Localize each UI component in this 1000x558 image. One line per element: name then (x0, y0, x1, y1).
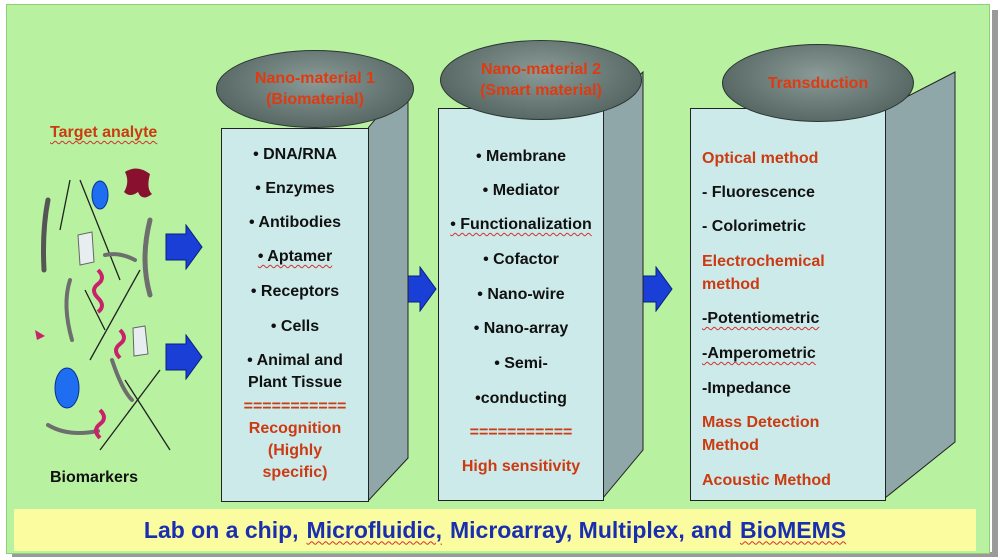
list-item: • Nano-wire (477, 286, 565, 303)
list-item: • Receptors (250, 283, 340, 300)
biomarker-illustration (35, 168, 171, 451)
list-item: Mass Detection (702, 414, 820, 431)
box3-title: Transduction (722, 44, 914, 122)
box1-side-face (368, 78, 409, 502)
list-item: - Fluorescence (702, 184, 815, 201)
footer-part: Microfluidic, (306, 516, 442, 543)
list-item: -Impedance (702, 380, 791, 397)
list-item: • Cells (270, 318, 320, 335)
separator: =========== (469, 424, 573, 441)
footer-banner: Lab on a chip, Microfluidic, Microarray,… (14, 509, 976, 551)
list-item: • Mediator (482, 182, 560, 199)
list-item: • Enzymes (255, 180, 335, 197)
footer-line: High sensitivity (461, 458, 581, 475)
list-item: -Potentiometric (702, 310, 820, 327)
list-item: -Amperometric (702, 345, 816, 362)
list-item: • Aptamer (257, 248, 333, 265)
list-item: • Animal and (247, 352, 343, 369)
box2-front (438, 108, 604, 501)
list-item: Optical method (702, 150, 819, 167)
box3-front (690, 108, 886, 501)
list-item: method (702, 276, 760, 293)
separator: =========== (243, 398, 347, 415)
arrow-right-icon (165, 334, 203, 380)
slide-shadow-bottom (12, 552, 998, 557)
box3-list: Optical method - Fluorescence - Colorime… (690, 148, 886, 498)
box2-list: • Membrane • Mediator • Functionalizatio… (438, 146, 604, 486)
box2-title: Nano-material 2 (Smart material) (440, 40, 642, 120)
box1-title: Nano-material 1 (Biomaterial) (216, 50, 414, 128)
list-item: • Functionalization (450, 216, 592, 233)
footer-part: Lab on a chip, (143, 516, 299, 543)
list-item: • Membrane (475, 148, 567, 165)
list-item: • DNA/RNA (253, 146, 337, 163)
footer-part: BioMEMS (740, 516, 847, 543)
list-item: •conducting (475, 390, 567, 407)
list-item: Acoustic Method (702, 472, 831, 489)
arrow-right-icon (165, 224, 203, 270)
box3-side-face (885, 71, 956, 499)
list-item: • Nano-array (473, 320, 569, 337)
list-item: • Cofactor (483, 251, 559, 268)
footer-part: Microarray, Multiplex, and (449, 516, 733, 543)
list-item: Electrochemical (702, 253, 825, 270)
footer-line: (Highly (267, 442, 323, 459)
box2-side-face (603, 70, 644, 499)
list-item: • Antibodies (248, 214, 342, 231)
target-analyte-label: Target analyte (50, 124, 158, 141)
box1-front (221, 128, 369, 502)
list-item: Plant Tissue (248, 374, 342, 391)
list-item: - Colorimetric (702, 218, 807, 235)
box1-list: • DNA/RNA • Enzymes • Antibodies • Aptam… (221, 144, 369, 494)
footer-line: specific) (262, 464, 328, 481)
slide-shadow-right (992, 10, 998, 556)
list-item: • Semi- (494, 355, 548, 372)
footer-line: Recognition (248, 420, 342, 437)
biomarkers-label: Biomarkers (50, 469, 139, 486)
list-item: Method (702, 437, 759, 454)
